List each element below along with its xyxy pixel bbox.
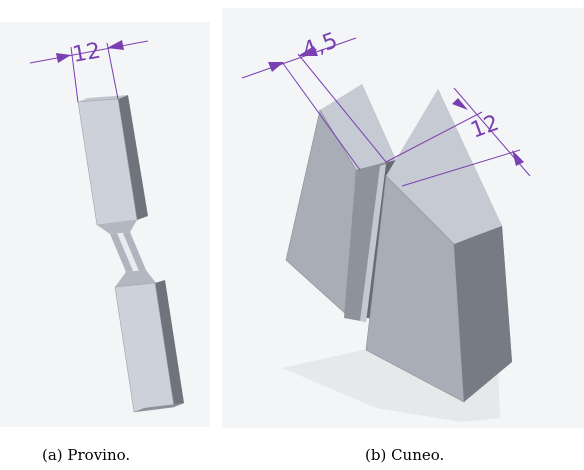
wedge-thickness-extension-line-2 — [297, 53, 387, 163]
specimen-upper-transition — [97, 220, 137, 234]
specimen-drawing — [77, 95, 184, 413]
caption-wedge: (b) Cuneo. — [365, 446, 445, 464]
caption-specimen: (a) Provino. — [42, 446, 131, 464]
specimen-lower-block-right-face — [155, 280, 184, 407]
specimen-dimension — [29, 40, 149, 103]
wedge-width-arrow-bottom — [512, 150, 524, 166]
specimen-dimension-label: 12 — [71, 38, 103, 67]
specimen-arrow-left — [56, 53, 71, 63]
wedge-width-extension-line-2 — [401, 149, 521, 187]
wedge-width-dimension — [385, 87, 531, 187]
wedge-width-arrow-top — [452, 98, 468, 110]
specimen-dimension-line — [29, 40, 149, 64]
wedge-thickness-dimension — [241, 37, 387, 171]
wedge-thickness-arrow-right — [298, 46, 318, 56]
wedge-right-half-top-face — [386, 89, 502, 244]
specimen-lower-transition — [115, 270, 156, 287]
specimen-extension-line-left — [70, 46, 79, 103]
specimen-upper-block-right-face — [118, 95, 148, 220]
wedge-thickness-dimension-line — [241, 37, 357, 79]
specimen-extension-line-right — [106, 42, 119, 100]
specimen-gauge-neck-highlight — [117, 233, 139, 271]
wedge-thickness-arrow-left — [268, 62, 284, 72]
specimen-lower-block-bottom-edge — [134, 403, 184, 412]
wedge-right-half-side-face — [454, 226, 512, 402]
specimen-arrow-right — [107, 40, 124, 50]
specimen-upper-block-top-face — [78, 95, 128, 102]
wedge-width-extension-line-1 — [385, 111, 483, 163]
wedge-thickness-extension-line-1 — [281, 61, 361, 171]
wedge-slot-highlight — [360, 164, 386, 322]
